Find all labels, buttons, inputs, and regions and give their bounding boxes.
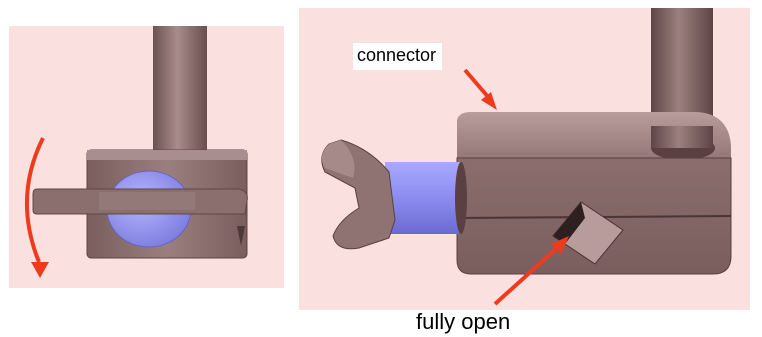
side-view-drawing	[25, 26, 248, 278]
connector-arrow	[463, 68, 491, 100]
fully-open-arrow	[493, 246, 559, 306]
vertical-rod	[153, 26, 207, 152]
rotation-arrowhead	[31, 262, 49, 278]
side-view-panel	[9, 26, 284, 288]
connector-arrowhead	[481, 92, 497, 110]
connector-label: connector	[353, 43, 443, 70]
fully-open-arrowhead	[551, 236, 569, 254]
pin-cylinder	[385, 162, 461, 234]
perspective-view-drawing	[321, 8, 732, 306]
rotation-arrow	[25, 137, 45, 263]
fully-open-label: fully open	[416, 309, 511, 334]
